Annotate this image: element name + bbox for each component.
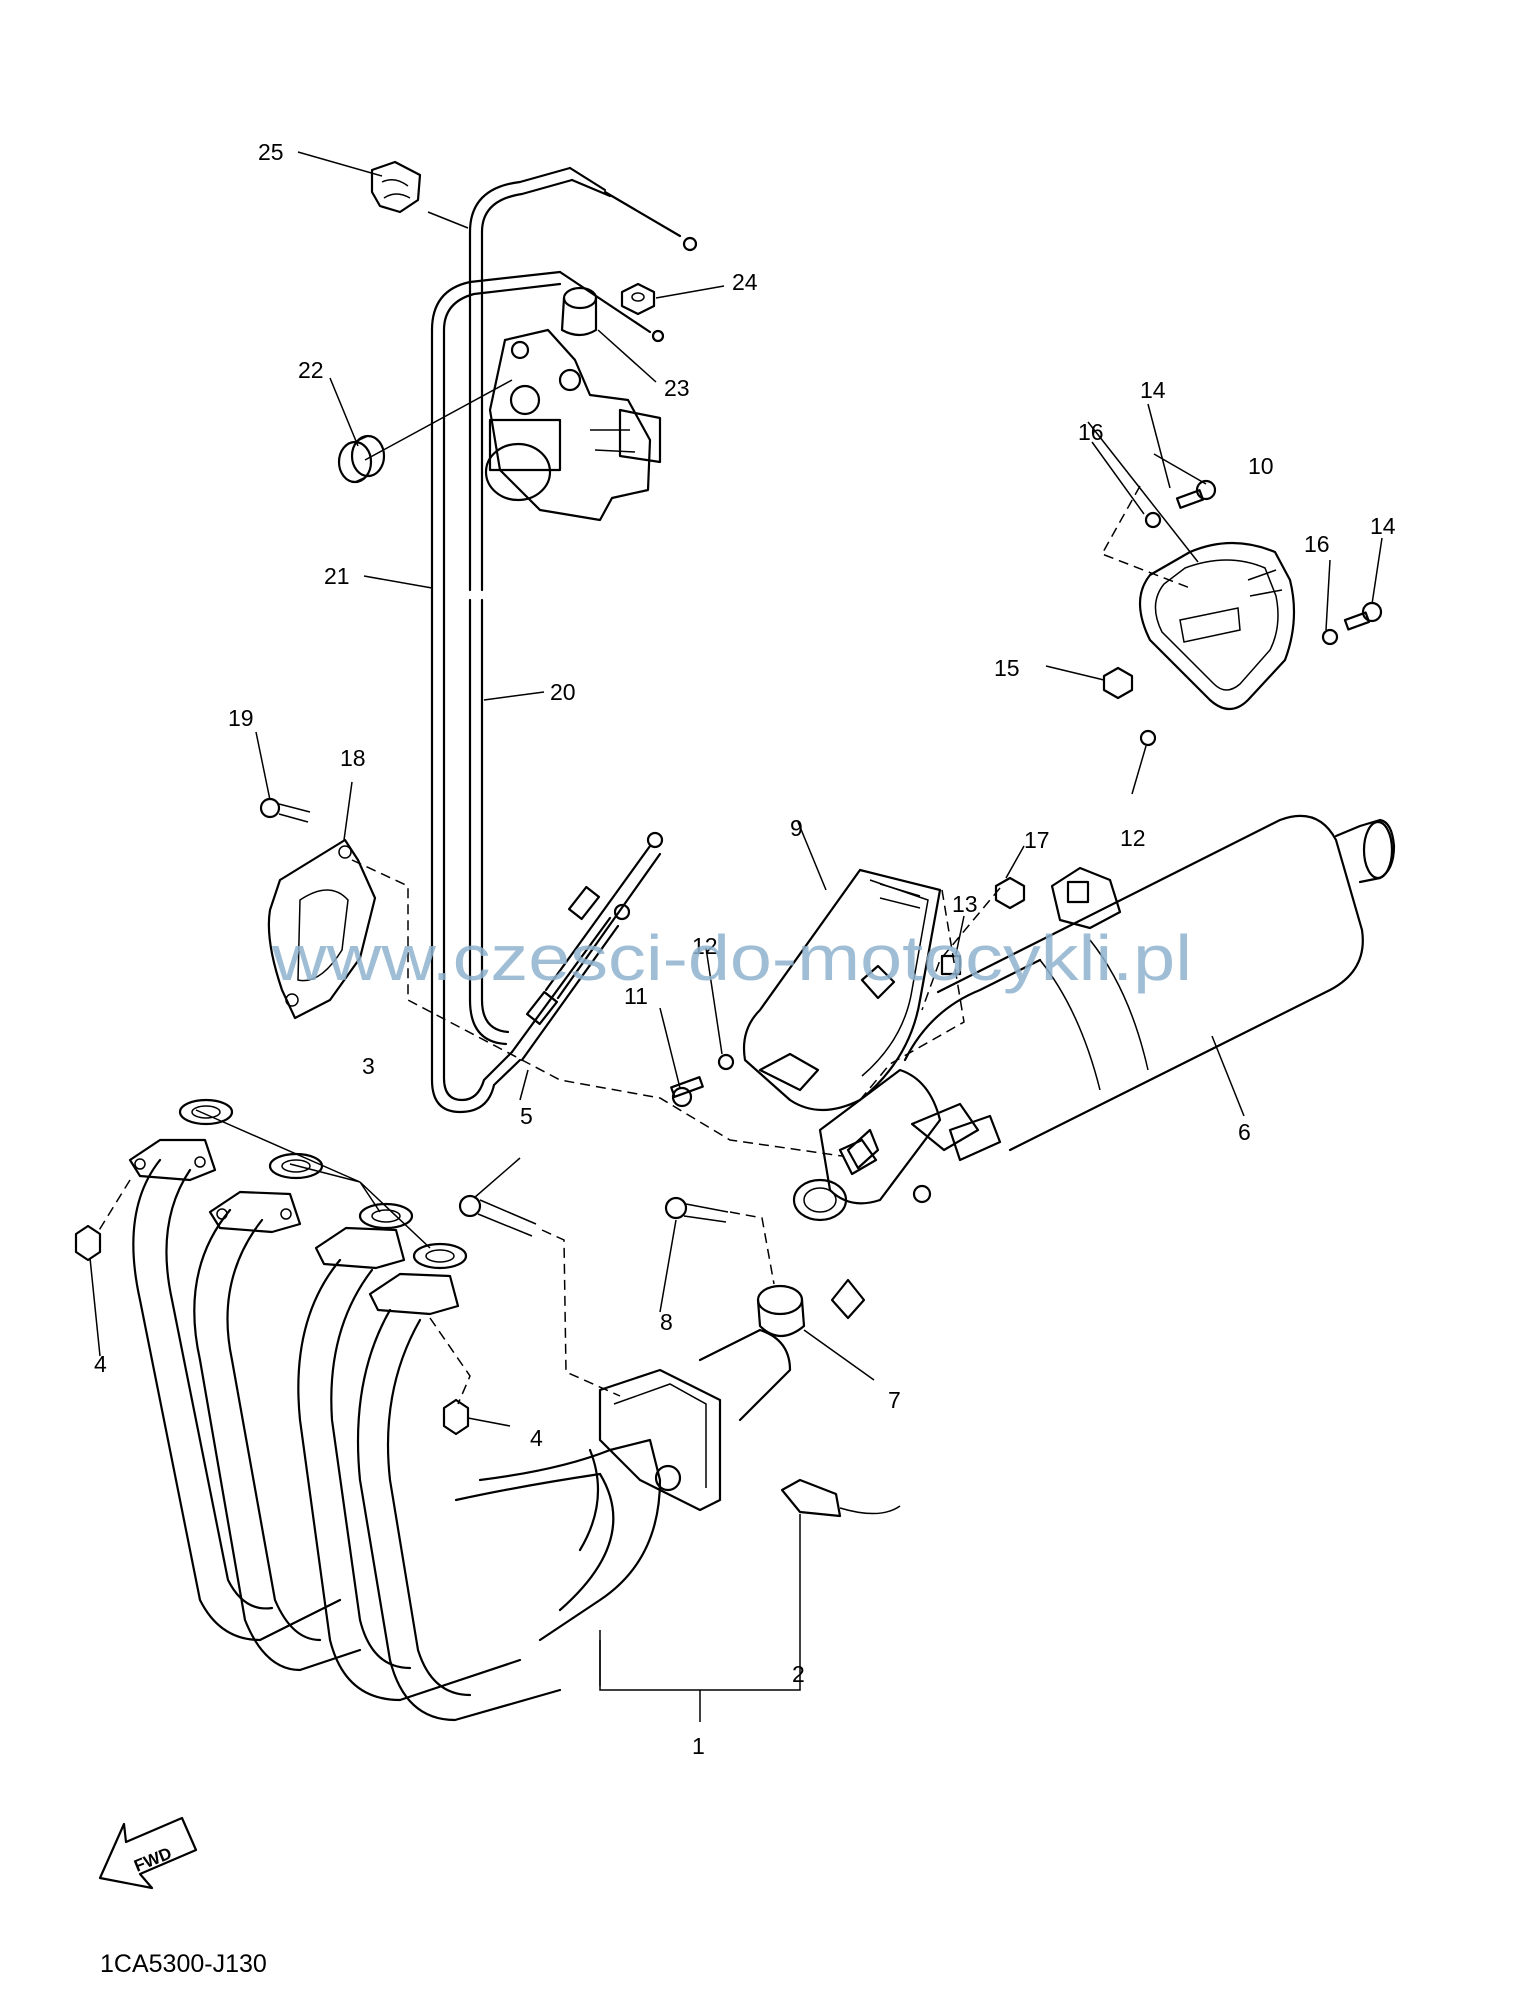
cable-end-lower xyxy=(510,903,631,1062)
drawing-code: 1CA5300-J130 xyxy=(100,1950,267,1978)
callout-labels: 25 24 23 22 21 20 19 18 17 16 16 15 14 1… xyxy=(94,139,1396,1759)
bolt-19 xyxy=(259,797,311,823)
bracket-muffler xyxy=(846,1114,1002,1170)
flange-left-2 xyxy=(208,1190,302,1234)
fwd-label: FWD xyxy=(131,1844,174,1876)
callout-1: 1 xyxy=(692,1733,705,1759)
callout-22: 22 xyxy=(298,357,324,383)
callout-4-left: 4 xyxy=(94,1351,107,1377)
callout-14-right: 14 xyxy=(1370,513,1396,539)
cable-end-upper xyxy=(544,831,664,1000)
cable-21 xyxy=(468,166,698,592)
callout-23: 23 xyxy=(664,375,690,401)
nut-4-left xyxy=(74,1224,102,1262)
cat-bracket xyxy=(598,1328,792,1512)
flange-left-1 xyxy=(128,1138,217,1182)
watermark-url: www.czesci-do-motocykli.pl xyxy=(271,922,1192,994)
damper-13 xyxy=(940,954,962,976)
callout-11: 11 xyxy=(624,983,648,1009)
callout-13: 13 xyxy=(952,891,978,917)
bolt-11 xyxy=(670,1076,704,1108)
callout-3: 3 xyxy=(362,1053,375,1079)
callout-7: 7 xyxy=(888,1387,901,1413)
clamp-25 xyxy=(370,160,422,214)
nut-15 xyxy=(1102,666,1134,700)
exhaust-servo-motor xyxy=(484,328,662,522)
callout-12-left: 12 xyxy=(692,933,718,959)
collar-23 xyxy=(560,286,598,337)
callout-6: 6 xyxy=(1238,1119,1251,1145)
callout-5: 5 xyxy=(520,1103,533,1129)
callout-4-right: 4 xyxy=(530,1425,543,1451)
assembly-bracket-1 xyxy=(599,1630,801,1722)
gasket-3-c xyxy=(358,1202,414,1230)
gasket-3-d xyxy=(412,1242,468,1270)
nut-17 xyxy=(994,876,1026,910)
callout-25: 25 xyxy=(258,139,284,165)
callout-10: 10 xyxy=(1248,453,1274,479)
bolt-8 xyxy=(664,1196,729,1223)
protector-10 xyxy=(1139,541,1296,711)
o2-sensor-2 xyxy=(780,1478,901,1518)
exhaust-pipe-assy-1 xyxy=(132,1158,662,1722)
gasket-18 xyxy=(267,838,377,1020)
callout-2: 2 xyxy=(792,1661,805,1687)
bolt-5 xyxy=(458,1194,537,1237)
callout-16-right: 16 xyxy=(1304,531,1330,557)
nut-4-right xyxy=(442,1398,470,1436)
cable-20 xyxy=(430,270,665,1114)
connector-pipe xyxy=(792,1068,980,1320)
gasket-7 xyxy=(756,1284,806,1338)
flange-right-3 xyxy=(314,1226,406,1270)
cover-9 xyxy=(742,868,942,1111)
assembly-dashed-lines xyxy=(97,485,1191,1405)
callout-20: 20 xyxy=(550,679,576,705)
callout-19: 19 xyxy=(228,705,254,731)
callout-12-right: 12 xyxy=(1120,825,1146,851)
fwd-arrow-icon: FWD xyxy=(98,1816,198,1890)
callout-15: 15 xyxy=(994,655,1020,681)
gasket-3-a xyxy=(178,1098,234,1126)
muffler-6 xyxy=(903,814,1396,1152)
callout-17: 17 xyxy=(1024,827,1050,853)
washer-12-left xyxy=(717,1053,735,1071)
bolt-14-right xyxy=(1343,601,1383,631)
callout-21: 21 xyxy=(324,563,350,589)
callout-24: 24 xyxy=(732,269,758,295)
washer-16-right xyxy=(1321,628,1339,646)
leader-lines xyxy=(89,151,1383,1686)
callout-14-upper: 14 xyxy=(1140,377,1166,403)
callout-8: 8 xyxy=(660,1309,673,1335)
bolt-14-upper xyxy=(1175,479,1217,509)
nut-24 xyxy=(620,282,656,316)
flange-right-4 xyxy=(368,1272,460,1316)
callout-16-upper: 16 xyxy=(1078,419,1104,445)
damper-22 xyxy=(337,434,386,484)
callout-18: 18 xyxy=(340,745,366,771)
callout-9: 9 xyxy=(790,815,803,841)
washer-12-right xyxy=(1139,729,1157,747)
washer-16-upper xyxy=(1144,511,1162,529)
